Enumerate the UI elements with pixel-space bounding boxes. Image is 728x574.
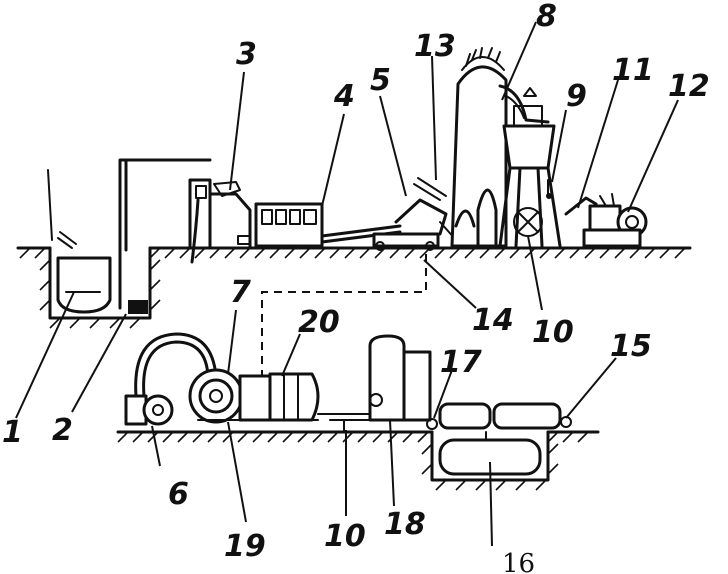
leader-1 bbox=[15, 291, 75, 419]
label-1: 1 bbox=[2, 415, 23, 450]
leader-7 bbox=[227, 309, 237, 375]
label-9: 9 bbox=[566, 79, 587, 114]
leader-16 bbox=[489, 461, 493, 547]
leader-6 bbox=[151, 425, 161, 467]
label-14: 14 bbox=[472, 303, 514, 338]
leader-20 bbox=[281, 333, 301, 377]
label-3: 3 bbox=[236, 37, 257, 72]
tank-stand bbox=[498, 87, 562, 248]
leader-18 bbox=[389, 419, 395, 507]
leader-17 bbox=[433, 369, 453, 419]
label-7: 7 bbox=[230, 275, 251, 310]
receiving-pit bbox=[39, 158, 212, 329]
leader-3 bbox=[229, 71, 245, 191]
label-18: 18 bbox=[384, 507, 426, 542]
leader-9 bbox=[551, 109, 567, 183]
leader-15 bbox=[565, 357, 617, 419]
label-11: 11 bbox=[612, 53, 654, 88]
label-16: 16 bbox=[502, 549, 535, 574]
vertical-tank bbox=[368, 334, 432, 422]
leader-5 bbox=[379, 95, 407, 197]
leader-14 bbox=[423, 259, 477, 309]
leader-8 bbox=[501, 21, 537, 101]
number-labels: 1 2 3 4 5 6 7 8 9 10 11 12 13 14 15 16 1… bbox=[2, 0, 710, 574]
blower-motor-unit bbox=[188, 368, 320, 424]
label-17: 17 bbox=[440, 345, 482, 380]
leader-19 bbox=[227, 421, 247, 523]
leader-10-upper bbox=[527, 235, 543, 311]
dashed-connection bbox=[261, 254, 427, 410]
leader-lines bbox=[15, 21, 679, 547]
drying-car bbox=[254, 202, 324, 248]
leader-13 bbox=[431, 55, 437, 181]
pump-motor-unit bbox=[564, 193, 648, 248]
tank-row bbox=[421, 402, 572, 491]
label-2: 2 bbox=[52, 413, 73, 448]
leader-4 bbox=[321, 113, 345, 207]
label-13: 13 bbox=[414, 29, 456, 64]
feeder-unit bbox=[188, 178, 252, 264]
lower-ground-line bbox=[116, 430, 600, 443]
label-6: 6 bbox=[168, 477, 189, 512]
leader-2 bbox=[71, 313, 127, 413]
fan-unit bbox=[124, 332, 218, 426]
leader-11 bbox=[577, 79, 619, 209]
label-4: 4 bbox=[333, 79, 355, 114]
storage-tower bbox=[450, 47, 550, 248]
label-19: 19 bbox=[224, 529, 266, 564]
label-8: 8 bbox=[536, 0, 557, 34]
label-10-lower: 10 bbox=[324, 519, 366, 554]
pipe-line bbox=[317, 413, 373, 421]
label-20: 20 bbox=[298, 305, 340, 340]
leader-12 bbox=[627, 99, 679, 213]
hopper-shape bbox=[56, 256, 112, 314]
label-15: 15 bbox=[610, 329, 652, 364]
label-12: 12 bbox=[668, 69, 710, 104]
label-10-upper: 10 bbox=[532, 315, 574, 350]
label-5: 5 bbox=[370, 63, 391, 98]
